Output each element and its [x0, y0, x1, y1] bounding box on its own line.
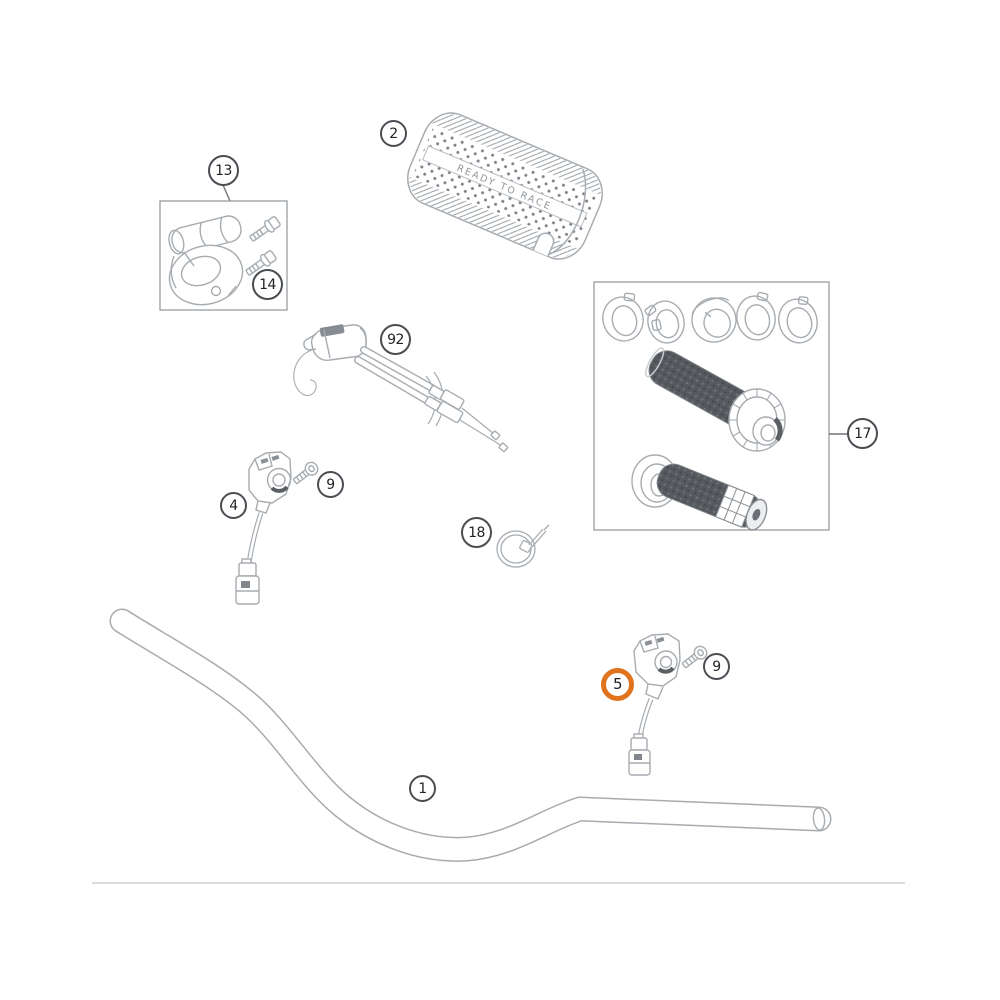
clamp-bolt-1: [249, 216, 281, 242]
callout-13-leader-line: [222, 184, 231, 202]
callout-13-label: 13: [215, 162, 232, 179]
bar-mount-clamp-drawing: [168, 215, 244, 306]
callout-17-label: 17: [854, 425, 871, 442]
callout-18[interactable]: 18: [461, 517, 492, 548]
grip-kit-group: [593, 281, 847, 531]
cable-tie-drawing: [496, 524, 550, 568]
callout-5-label: 5: [612, 675, 623, 693]
callout-14[interactable]: 14: [252, 269, 283, 300]
switch-right-drawing: [628, 633, 681, 776]
callout-9-right[interactable]: 9: [703, 653, 730, 680]
callout-1-label: 1: [418, 780, 427, 797]
callout-14-label: 14: [259, 276, 276, 293]
callout-9-left-label: 9: [326, 476, 335, 493]
callout-18-label: 18: [468, 524, 485, 541]
switch-left-drawing: [235, 451, 292, 605]
callout-13[interactable]: 13: [208, 155, 239, 186]
callout-9-right-label: 9: [712, 658, 721, 675]
callout-5-highlighted[interactable]: 5: [601, 668, 634, 701]
callout-92-label: 92: [387, 331, 404, 348]
left-grip-drawing: [631, 454, 768, 531]
throttle-grip-drawing: [645, 347, 786, 452]
handlebar-pad-drawing: READY TO RACE: [400, 106, 610, 266]
clamp-bolt-2: [245, 250, 277, 276]
screw-right-drawing: [681, 645, 708, 669]
screw-left-drawing: [292, 461, 319, 485]
handlebar-drawing: [109, 608, 832, 862]
callout-2-label: 2: [389, 125, 398, 142]
callout-4[interactable]: 4: [220, 492, 247, 519]
throttle-cam-rings: [602, 291, 818, 344]
callout-1[interactable]: 1: [409, 775, 436, 802]
callout-92[interactable]: 92: [380, 324, 411, 355]
callout-4-label: 4: [229, 497, 238, 514]
callout-2[interactable]: 2: [380, 120, 407, 147]
clamp-kit-group: [159, 184, 288, 311]
callout-17[interactable]: 17: [847, 418, 878, 449]
callout-9-left[interactable]: 9: [317, 471, 344, 498]
throttle-cables-drawing: [293, 324, 509, 453]
